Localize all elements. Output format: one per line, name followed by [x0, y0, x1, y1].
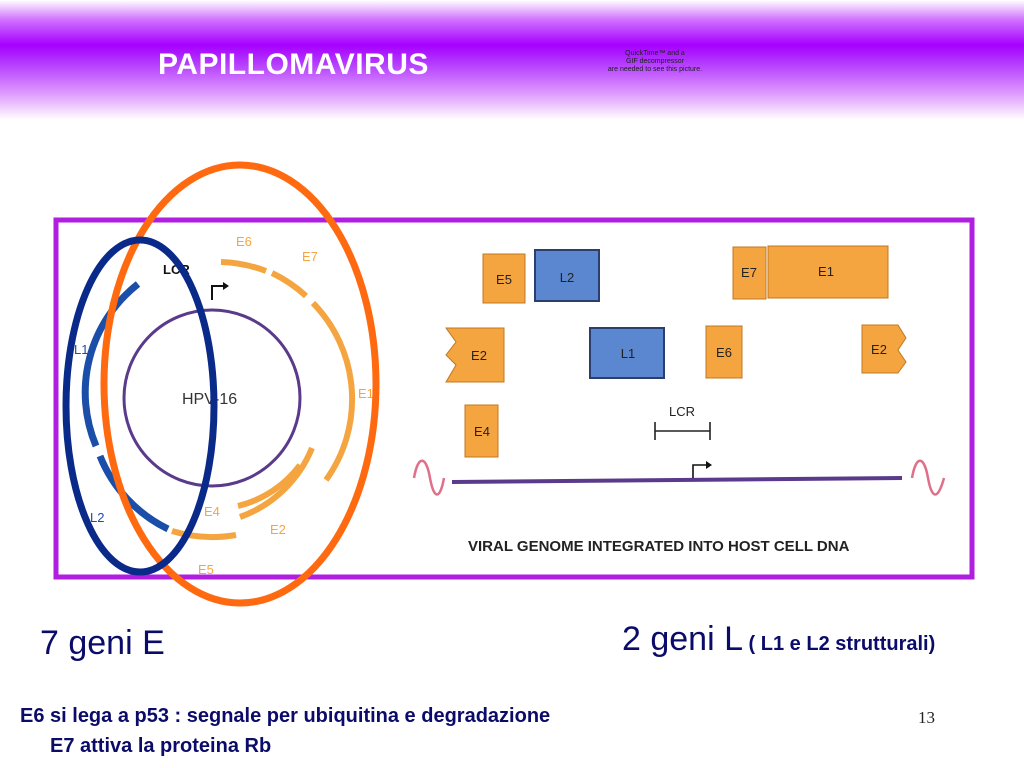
- integrated-box-label-e5: E5: [496, 272, 512, 287]
- circle-gene-label-e4: E4: [204, 504, 220, 519]
- quicktime-note-line: are needed to see this picture.: [607, 66, 703, 73]
- integrated-box-label-e1: E1: [818, 264, 834, 279]
- gene-arc-e6: [220, 259, 268, 274]
- integrated-promoter-arrow-icon: [692, 464, 709, 478]
- e6-function-text: E6 si lega a p53 : segnale per ubiquitin…: [20, 705, 551, 727]
- integrated-lcr-label: LCR: [669, 404, 695, 419]
- integrated-box-e4: [464, 404, 499, 458]
- gene-arc-e1: [310, 300, 356, 482]
- integrated-caption: VIRAL GENOME INTEGRATED INTO HOST CELL D…: [468, 538, 850, 555]
- integrated-box-e2-right: [861, 324, 907, 374]
- circle-label: HPV-16: [182, 391, 237, 408]
- circle-gene-label-l2: L2: [90, 510, 104, 525]
- promoter-arrow-icon: [211, 285, 226, 300]
- gene-arc-e5: [171, 528, 237, 540]
- late-genes-highlight-ellipse: [62, 236, 218, 576]
- integrated-box-label-l1: L1: [621, 346, 635, 361]
- viral-genome-circle: [122, 308, 302, 488]
- hpv-genome-diagram: HPV-16 LCR E6 E7 E1 E4 E2 E5 L1 L2 E5 L2…: [53, 161, 975, 607]
- circle-gene-label-e6: E6: [236, 234, 252, 249]
- integrated-box-e7: [732, 246, 767, 300]
- integrated-box-e5: [482, 253, 526, 304]
- lcr-bracket: [654, 422, 711, 440]
- gene-arc-e7: [270, 270, 309, 299]
- quicktime-placeholder-note: QuickTime™ and a GIF decompressor are ne…: [590, 50, 720, 74]
- circle-gene-label-e7: E7: [302, 249, 318, 264]
- integrated-promoter-arrowhead-icon: [706, 461, 712, 469]
- gene-arc-e4: [237, 463, 303, 509]
- circle-gene-label-e2: E2: [270, 522, 286, 537]
- integrated-box-l1: [589, 327, 665, 379]
- circle-gene-label-e5: E5: [198, 562, 214, 577]
- integrated-box-label-e7: E7: [741, 265, 757, 280]
- early-genes-highlight-ellipse: [100, 161, 380, 607]
- quicktime-note-line: GIF decompressor: [626, 58, 684, 65]
- header-band: [0, 0, 1024, 120]
- integrated-box-label-e2-right: E2: [871, 342, 887, 357]
- integrated-box-e1: [767, 245, 889, 299]
- integrated-box-label-e4: E4: [474, 424, 490, 439]
- quicktime-note-line: QuickTime™ and a: [625, 50, 685, 57]
- integrated-box-label-l2: L2: [560, 270, 574, 285]
- integrated-box-e2-left: [445, 327, 505, 383]
- late-genes-label-detail: ( L1 e L2 strutturali): [743, 633, 936, 655]
- late-genes-label: 2 geni L ( L1 e L2 strutturali): [622, 620, 935, 659]
- circle-gene-label-l1: L1: [74, 342, 88, 357]
- slide-title: PAPILLOMAVIRUS: [158, 48, 429, 81]
- integrated-genome-line: [451, 476, 903, 484]
- integrated-box-label-e6: E6: [716, 345, 732, 360]
- host-dna-left: [412, 459, 446, 496]
- integrated-box-e6: [705, 325, 743, 379]
- e7-function-text: E7 attiva la proteina Rb: [50, 735, 272, 757]
- late-genes-label-main: 2 geni L: [622, 620, 743, 658]
- page-number: 13: [918, 708, 935, 727]
- promoter-arrowhead-icon: [223, 282, 229, 290]
- gene-arc-l1: [81, 281, 141, 448]
- gene-arc-e2: [238, 446, 315, 520]
- integrated-box-l2: [534, 249, 600, 302]
- integrated-box-label-e2-left: E2: [471, 348, 487, 363]
- circle-gene-label-e1: E1: [358, 386, 374, 401]
- host-dna-right: [910, 459, 946, 496]
- early-genes-label: 7 geni E: [40, 624, 165, 662]
